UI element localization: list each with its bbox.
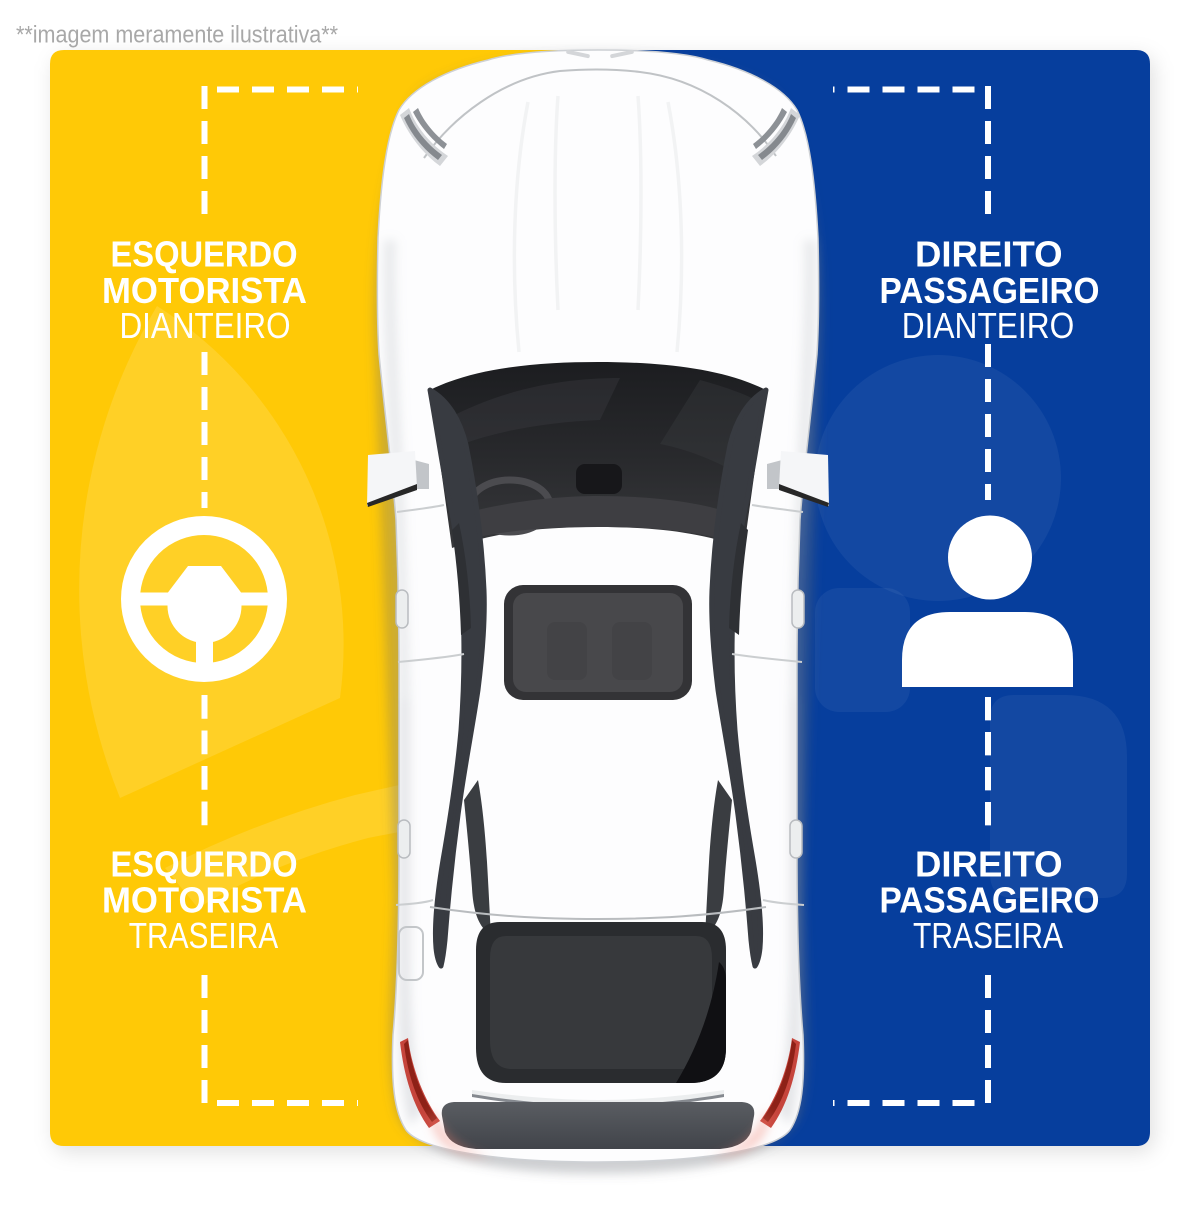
svg-text:DIREITO: DIREITO: [915, 234, 1063, 275]
svg-text:PASSAGEIRO: PASSAGEIRO: [880, 270, 1100, 311]
svg-text:ESQUERDO: ESQUERDO: [111, 234, 298, 275]
svg-text:DIREITO: DIREITO: [915, 844, 1063, 885]
svg-text:TRASEIRA: TRASEIRA: [913, 915, 1063, 956]
svg-text:MOTORISTA: MOTORISTA: [102, 879, 307, 920]
svg-text:**imagem meramente ilustrativa: **imagem meramente ilustrativa**: [16, 22, 338, 49]
svg-text:DIANTEIRO: DIANTEIRO: [902, 305, 1075, 346]
svg-text:MOTORISTA: MOTORISTA: [102, 270, 307, 311]
svg-text:PASSAGEIRO: PASSAGEIRO: [880, 879, 1100, 920]
svg-text:ESQUERDO: ESQUERDO: [111, 844, 298, 885]
svg-text:TRASEIRA: TRASEIRA: [129, 915, 279, 956]
svg-text:DIANTEIRO: DIANTEIRO: [120, 305, 291, 346]
